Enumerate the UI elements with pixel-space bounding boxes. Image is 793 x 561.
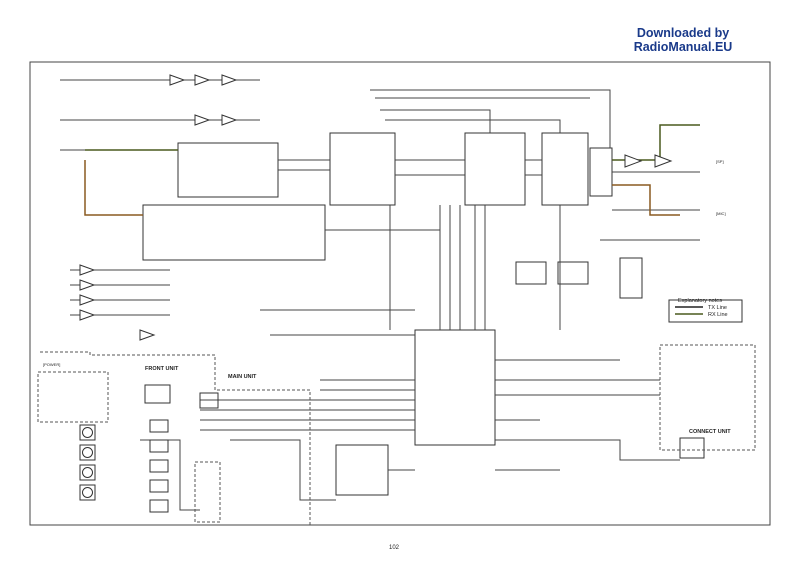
usb-block (679, 437, 705, 459)
rf-block-1 (177, 142, 279, 198)
page-border (29, 61, 771, 526)
codec-block (335, 444, 389, 496)
connect-unit-label: CONNECT UNIT (689, 429, 731, 435)
main-unit-label: MAIN UNIT (228, 374, 257, 380)
amp-block-2 (619, 257, 643, 299)
page-number: 102 (389, 545, 400, 551)
mic-label: [MIC] (716, 211, 726, 216)
small-block (557, 261, 589, 285)
dsp-block-1 (329, 132, 396, 206)
watermark-line2: RadioManual.EU (633, 40, 733, 54)
small-block (515, 261, 547, 285)
power-label: [POWER] (43, 362, 60, 367)
watermark-line1: Downloaded by (636, 26, 730, 40)
legend-title: Explanatory notes (678, 298, 722, 304)
legend-rx: RX Line (708, 312, 728, 318)
amp-block (589, 147, 613, 197)
legend-tx: TX Line (708, 305, 727, 311)
front-unit-label: FRONT UNIT (145, 366, 179, 372)
dsp-block-2 (464, 132, 526, 206)
cpu-block (414, 329, 496, 446)
watermark: Downloaded by RadioManual.EU (603, 26, 763, 54)
rf-block-2 (142, 204, 326, 261)
legend-box (668, 299, 743, 323)
sp-label: [SP] (716, 159, 724, 164)
dsp-block-3 (541, 132, 589, 206)
